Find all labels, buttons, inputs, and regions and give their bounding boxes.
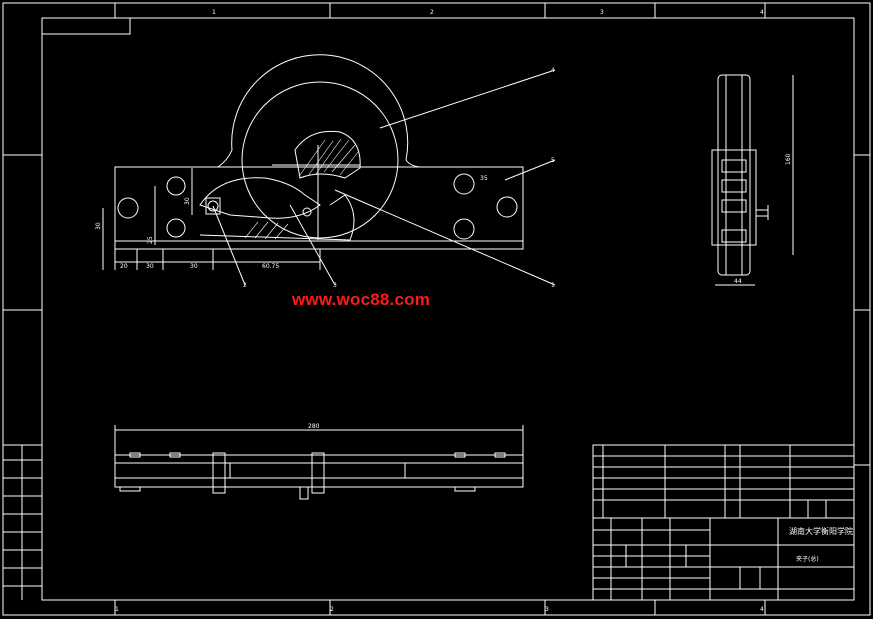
top-left-box (41, 17, 131, 35)
dim-30-a: 30 (146, 263, 154, 270)
zone-mark-bottom-1: 1 (115, 606, 119, 613)
leader-label-2: 2 (243, 282, 247, 289)
title-block-school: 湖南大学衡阳学院 (789, 526, 853, 536)
dim-30-b: 30 (190, 263, 198, 270)
title-block-drawing-name: 夹子(总) (796, 555, 819, 563)
side-view (711, 74, 794, 286)
zone-mark-top-1: 1 (212, 9, 216, 16)
title-block (592, 444, 855, 601)
left-revision-strip (3, 444, 42, 600)
leader-label-5: 5 (551, 157, 555, 164)
zone-mark-top-2: 2 (430, 9, 434, 16)
leader-label-4: 4 (551, 67, 555, 74)
leader-label-1: 1 (551, 282, 555, 289)
zone-ticks (3, 3, 870, 615)
dim-35: 35 (480, 175, 488, 182)
zone-mark-bottom-4: 4 (760, 606, 764, 613)
zone-mark-top-4: 4 (760, 9, 764, 16)
watermark-text: www.woc88.com (292, 290, 431, 309)
dim-60-75: 60.75 (262, 263, 279, 270)
dim-160: 160 (785, 153, 792, 165)
front-view (102, 54, 556, 286)
dim-30-c: 30 (95, 222, 102, 230)
zone-mark-bottom-3: 3 (545, 606, 549, 613)
zone-mark-bottom-2: 2 (330, 606, 334, 613)
dim-25: 25 (147, 236, 154, 244)
dim-20: 20 (120, 263, 128, 270)
zone-mark-top-3: 3 (600, 9, 604, 16)
leader-label-3: 3 (333, 282, 337, 289)
dim-280: 280 (308, 423, 320, 430)
dim-44: 44 (734, 278, 742, 285)
bottom-view (114, 425, 524, 500)
inner-frame (41, 17, 855, 601)
dim-30-d: 30 (184, 197, 191, 205)
